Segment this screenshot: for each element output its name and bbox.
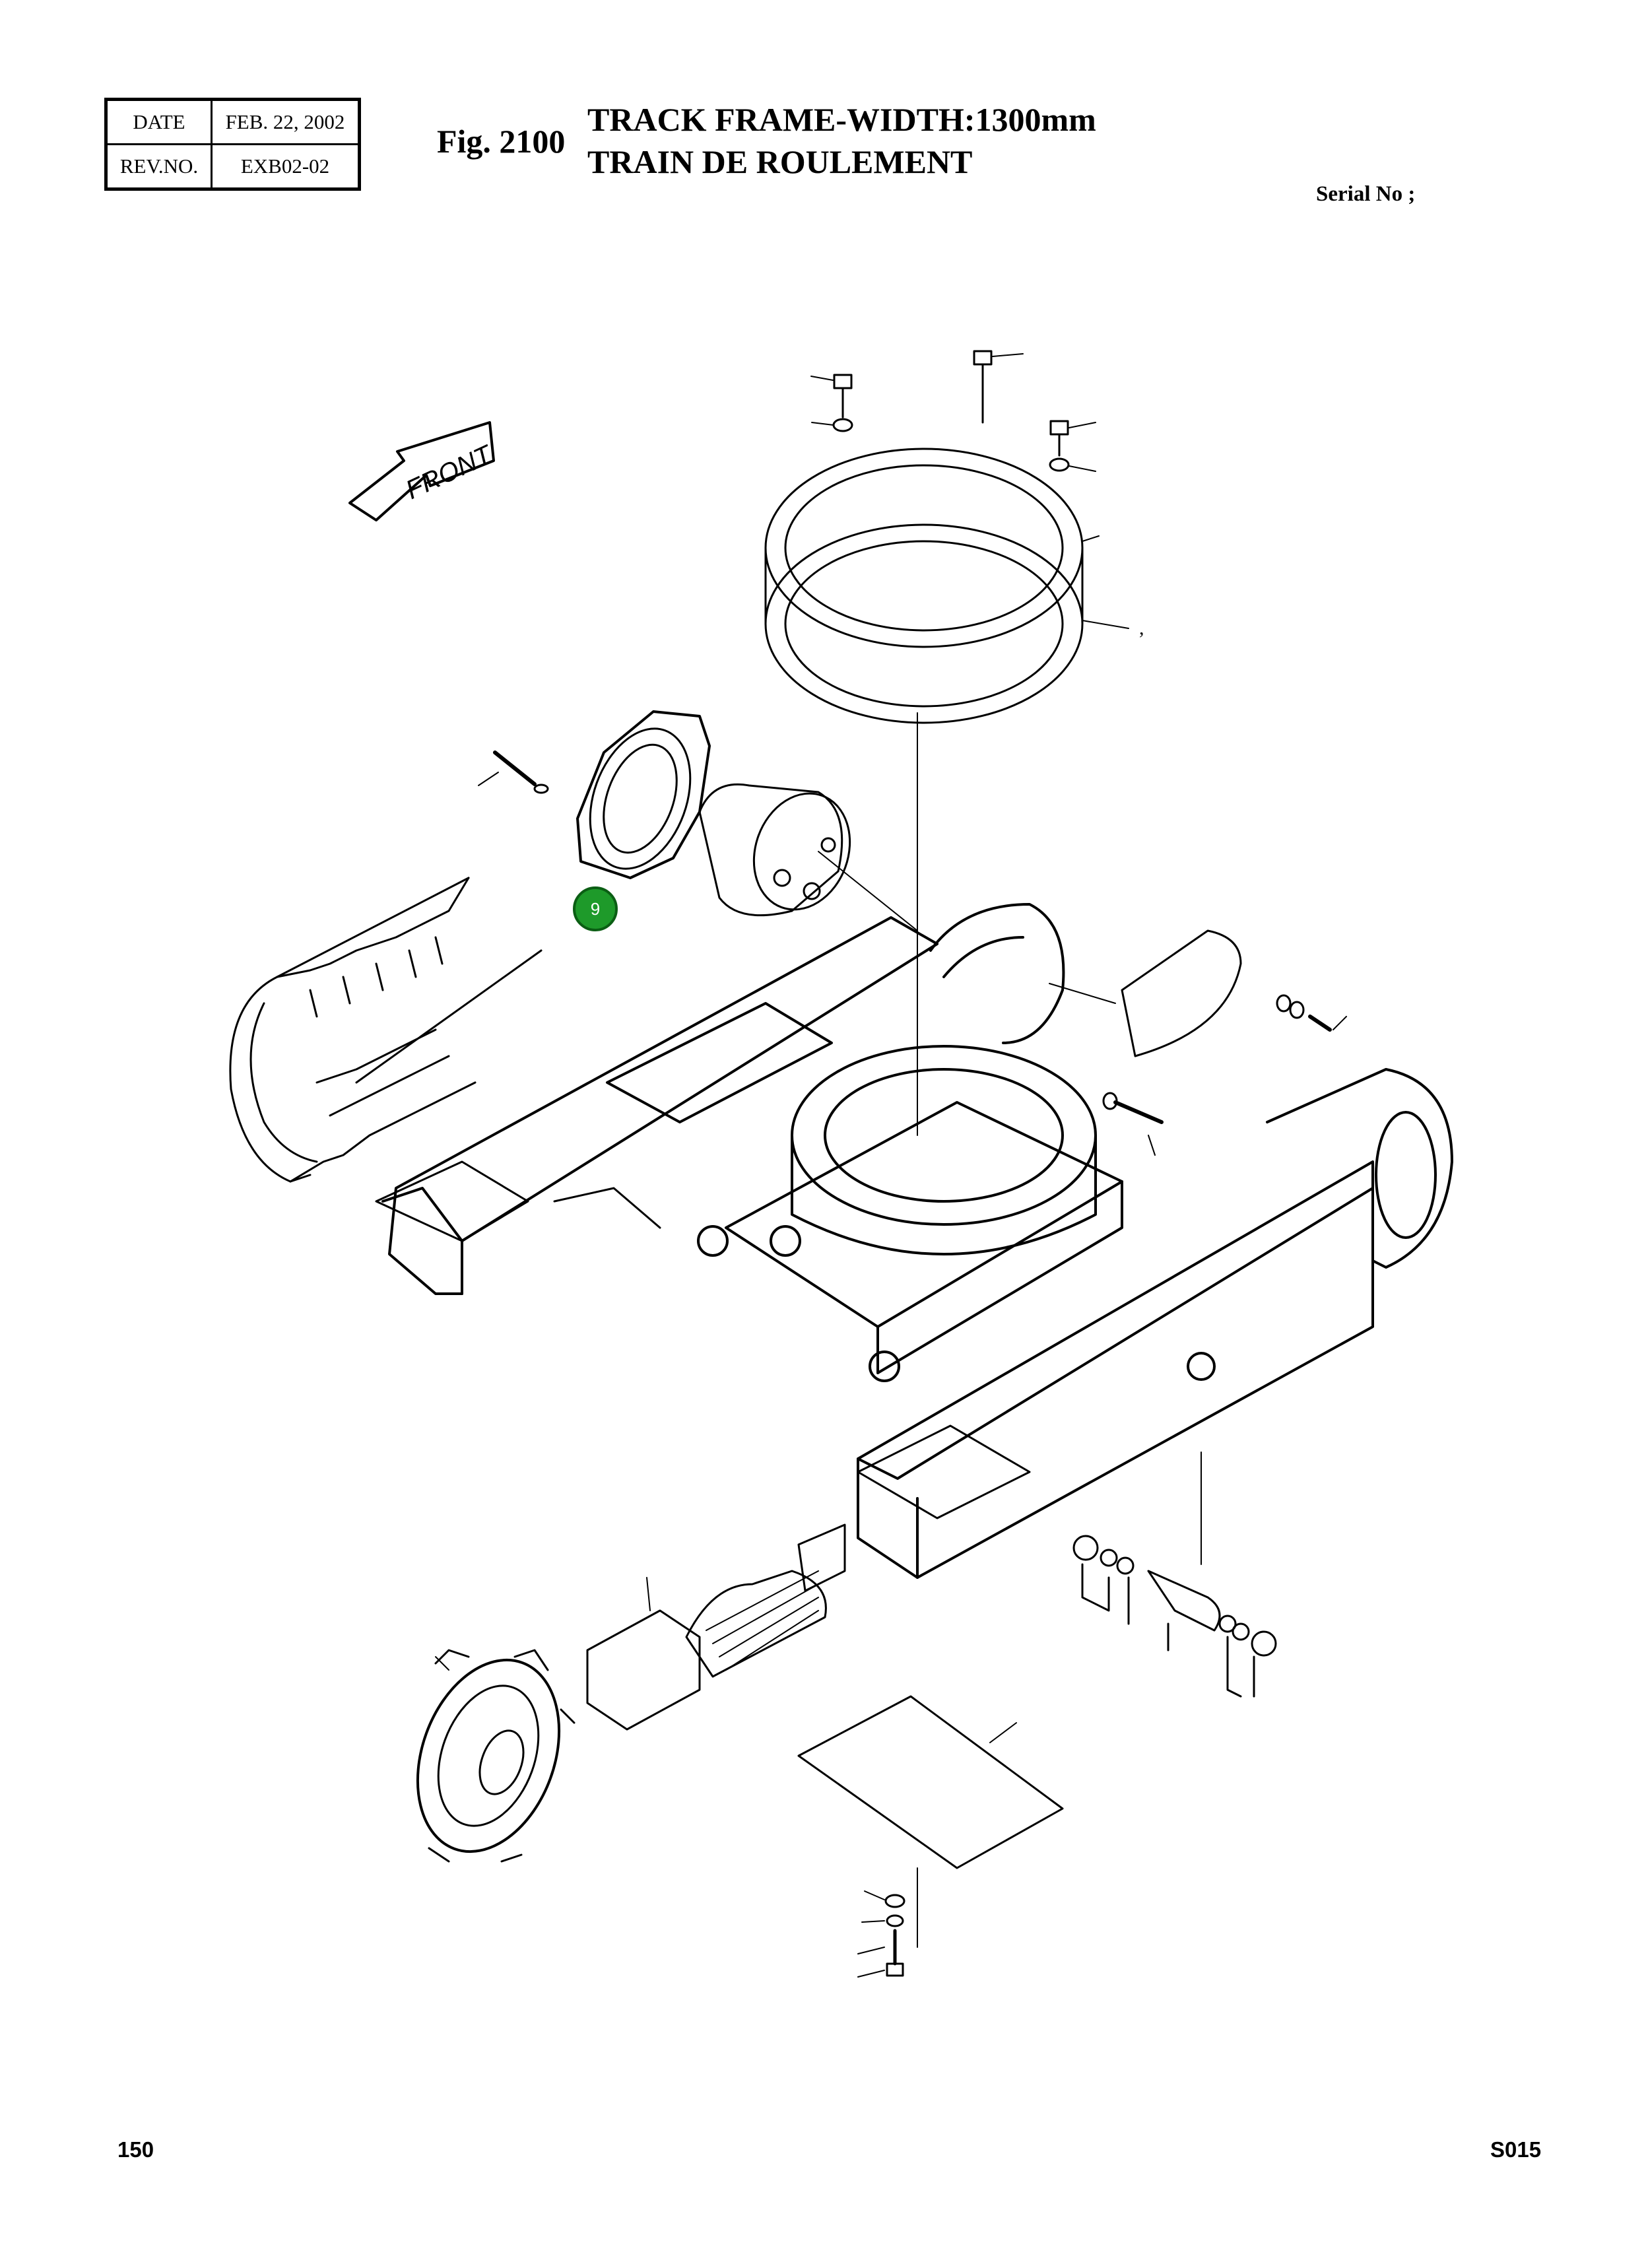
figure-title-french: TRAIN DE ROULEMENT [587,143,973,180]
bottom-cover-plate [797,1695,1064,1978]
front-direction-label: FRONT [401,440,498,505]
page-code: S015 [1490,2137,1542,2162]
track-tension-spring [586,1523,846,1731]
rubber-track [229,877,543,1183]
top-bolts [810,350,1129,629]
revision-value: EXB02-02 [211,143,360,190]
grease-fitting-assembly [1072,1451,1277,1698]
swing-bearing-assembly [764,448,1084,1136]
revision-label: REV.NO. [105,143,213,190]
page-number: 150 [117,2137,154,2162]
front-idler-wheel [416,1649,576,1863]
front-direction-arrow: FRONT [348,421,498,521]
revision-info-box: DATE FEB. 22, 2002 REV.NO. EXB02-02 [104,98,361,191]
figure-number: Fig. 2100 [437,123,566,160]
stray-mark: , [1139,617,1144,639]
serial-number-label: Serial No ; [1316,182,1416,206]
figure-title-english: TRACK FRAME-WIDTH:1300mm [587,101,1096,138]
callout-number-9: 9 [573,886,618,931]
date-label: DATE [105,98,213,145]
date-value: FEB. 22, 2002 [211,98,360,145]
sprocket-and-travel-motor [478,710,918,931]
track-frame [375,903,1453,1579]
cover-plate [1049,929,1347,1156]
